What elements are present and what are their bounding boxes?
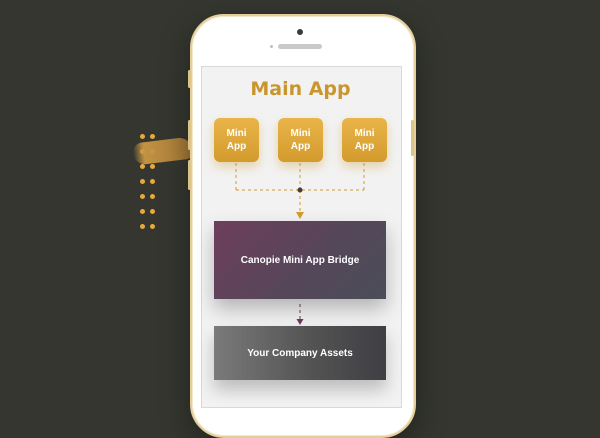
connector-junction [297,187,303,193]
bridge-box: Canopie Mini App Bridge [214,221,386,299]
mini-app-box: Mini App [342,118,387,162]
bridge-label: Canopie Mini App Bridge [240,254,360,266]
mini-app-label: Mini App [290,128,311,152]
diagram-canvas: Main App Mini App Mini App Mini App Cano… [131,14,416,438]
mini-app-label: Mini App [226,128,247,152]
company-assets-label: Your Company Assets [247,347,353,359]
phone-side-button [188,120,191,150]
phone-side-button [411,120,414,156]
main-app-title: Main App [250,78,351,100]
phone-sensor [270,45,273,48]
connector-lines [235,163,365,325]
phone-camera-icon [297,29,303,35]
phone-speaker [278,44,322,49]
mini-app-label: Mini App [354,128,375,152]
company-assets-box: Your Company Assets [214,326,386,380]
arrow-to-bridge [296,212,304,219]
phone-side-button [188,160,191,190]
mini-app-box: Mini App [278,118,323,162]
arrow-to-assets [296,319,304,325]
mini-app-box: Mini App [214,118,259,162]
phone-side-button [188,70,191,88]
